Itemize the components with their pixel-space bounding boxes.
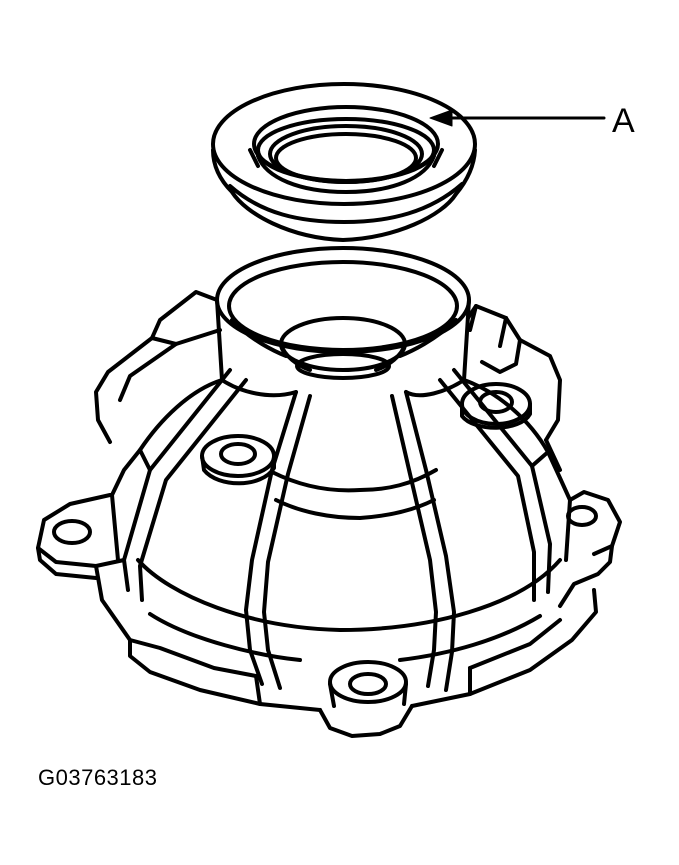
seal-part (211, 82, 477, 242)
figure-id: G03763183 (38, 765, 158, 790)
housing-part (36, 246, 622, 738)
callout-leader (429, 109, 606, 127)
callout-label-a: A (612, 102, 635, 140)
